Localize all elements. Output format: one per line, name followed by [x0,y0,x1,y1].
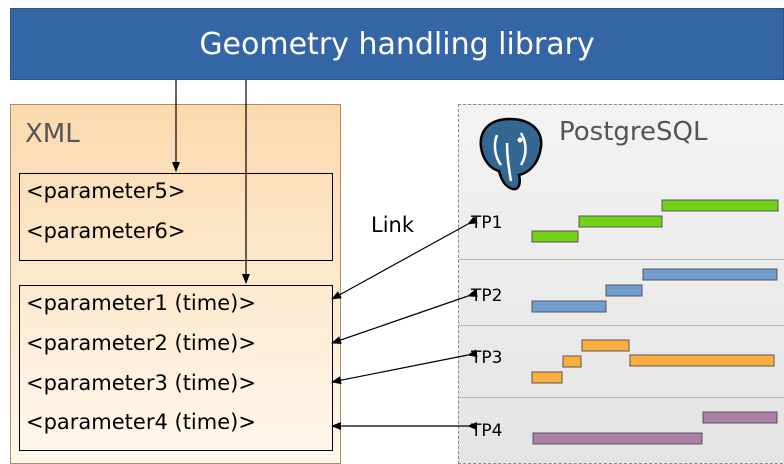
postgresql-elephant-icon [479,117,543,191]
time-parameter-box: <parameter1 (time)> <parameter2 (time)> … [19,285,333,451]
tp3-bar-3 [581,339,630,352]
row-separator [459,397,784,398]
tp4-bar-1 [532,432,703,445]
tp3-bar-4 [629,354,775,367]
postgresql-title: PostgreSQL [559,117,708,147]
xml-title: XML [25,119,80,149]
row-separator [459,259,784,260]
parameter3-label: <parameter3 (time)> [26,371,256,395]
static-parameter-box: <parameter5> <parameter6> [19,173,333,261]
tp2-label: TP2 [471,286,503,306]
tp3-label: TP3 [471,348,503,368]
tp4-label: TP4 [471,421,503,441]
parameter1-label: <parameter1 (time)> [26,291,256,315]
tp2-bar-2 [605,284,643,297]
tp1-label: TP1 [471,213,503,233]
tp3-bar-2 [562,355,582,368]
tp4-bar-2 [702,411,778,424]
library-banner: Geometry handling library [10,8,784,80]
tp1-bar-1 [531,230,579,243]
tp2-bar-3 [642,268,778,281]
parameter5-label: <parameter5> [26,179,186,203]
row-separator [459,325,784,326]
tp1-bar-3 [661,199,779,212]
param1-tp1-link [331,216,478,300]
library-title: Geometry handling library [199,26,595,62]
parameter2-label: <parameter2 (time)> [26,331,256,355]
param2-tp2-link [331,289,478,344]
parameter6-label: <parameter6> [26,219,186,243]
param3-tp3-link [331,349,478,385]
parameter4-label: <parameter4 (time)> [26,410,256,434]
tp2-bar-1 [531,300,607,313]
tp1-bar-2 [578,215,663,228]
tp3-bar-1 [531,371,563,384]
time-period-bars [531,199,779,445]
